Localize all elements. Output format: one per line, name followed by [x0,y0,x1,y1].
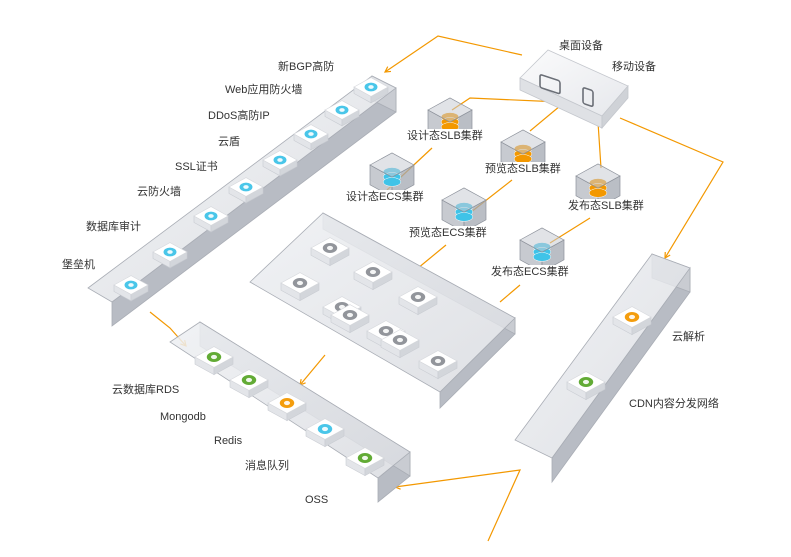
rds-icon [206,352,222,362]
connector-device-to-cdn-arrowhead [664,251,671,260]
app-tile [353,261,393,291]
cloud-firewall-icon [204,211,218,221]
storage-tile [305,418,345,448]
storage-tile [345,447,385,477]
label-cloud-shield: 云盾 [218,136,240,148]
cdn-tray [514,253,691,484]
window-icon [342,310,358,320]
monitor-icon [292,278,308,288]
bastion-host-icon [124,280,138,290]
label-mongodb: Mongodb [160,411,206,423]
storage-tile [267,392,307,422]
bgp-shield-icon [364,82,378,92]
security-tile [262,150,298,177]
waf-icon [335,105,349,115]
app-tile [280,272,320,302]
app-tile [310,237,350,267]
security-tile [324,100,360,127]
chart-icon [378,326,394,336]
security-tile [193,206,229,233]
certificate-icon [239,182,253,192]
label-mobile-devices: 移动设备 [612,61,656,73]
storage-tile [229,369,269,399]
label-redis: Redis [214,435,243,447]
client-devices-block [519,49,629,130]
label-cloud-dns: 云解析 [672,331,705,343]
connector-device-to-cdn [619,117,724,259]
oss-icon [357,453,373,463]
storage-tile [194,346,234,376]
label-cdn: CDN内容分发网络 [629,398,719,410]
redis-icon [279,398,295,408]
connector-device-to-security-arrowhead [383,66,392,73]
label-preview-ecs: 预览态ECS集群 [406,226,490,241]
label-design-ecs: 设计态ECS集群 [343,190,427,205]
connector-device-to-security [384,35,523,73]
label-desktop-devices: 桌面设备 [559,40,603,52]
design-ecs-cube [369,152,415,198]
label-message-queue: 消息队列 [245,460,289,472]
label-ssl-cert: SSL证书 [175,161,218,173]
label-bastion: 堡垒机 [62,259,95,271]
label-ddos-ip: DDoS高防IP [208,110,270,122]
app-tile [418,350,458,380]
connector-publish-ecs-to-app [499,284,521,303]
document-icon [322,243,338,253]
settings-circle-icon [410,292,426,302]
cloud-shield-icon [273,155,287,165]
label-preview-slb: 预览态SLB集群 [482,162,564,177]
security-tile [228,177,264,204]
label-publish-slb: 发布态SLB集群 [565,199,647,214]
cdn-tile [566,371,606,401]
cloud-dns-icon [624,312,640,322]
db-audit-icon [163,247,177,257]
cdn-tile [612,306,652,336]
app-tile [330,304,370,334]
connector-cdn-to-oss [394,469,521,542]
desktop-monitor-icon [539,74,561,95]
label-publish-ecs: 发布态ECS集群 [488,265,572,280]
app-tile [398,286,438,316]
mobile-phone-icon [582,87,594,107]
preview-ecs-cube [441,187,487,233]
label-cloud-firewall: 云防火墙 [137,186,181,198]
connector-app-to-storage [299,354,326,386]
label-oss: OSS [305,494,329,506]
label-db-audit: 数据库审计 [86,221,141,233]
mongodb-icon [241,375,257,385]
ddos-shield-icon [304,129,318,139]
message-queue-icon [317,424,333,434]
columns-icon [392,335,408,345]
cdn-network-icon [578,377,594,387]
security-tile [113,275,149,302]
app-tile [380,329,420,359]
connector-device-to-preview-slb [529,105,561,132]
label-bgp-protection: 新BGP高防 [278,61,335,73]
user-icon [365,267,381,277]
security-tile [293,124,329,151]
label-waf: Web应用防火墙 [225,84,303,96]
label-design-slb: 设计态SLB集群 [404,129,486,144]
publish-ecs-cube [519,227,565,273]
grid-icon [430,356,446,366]
label-rds: 云数据库RDS [112,384,180,396]
security-tile [353,77,389,104]
security-tile [152,242,188,269]
